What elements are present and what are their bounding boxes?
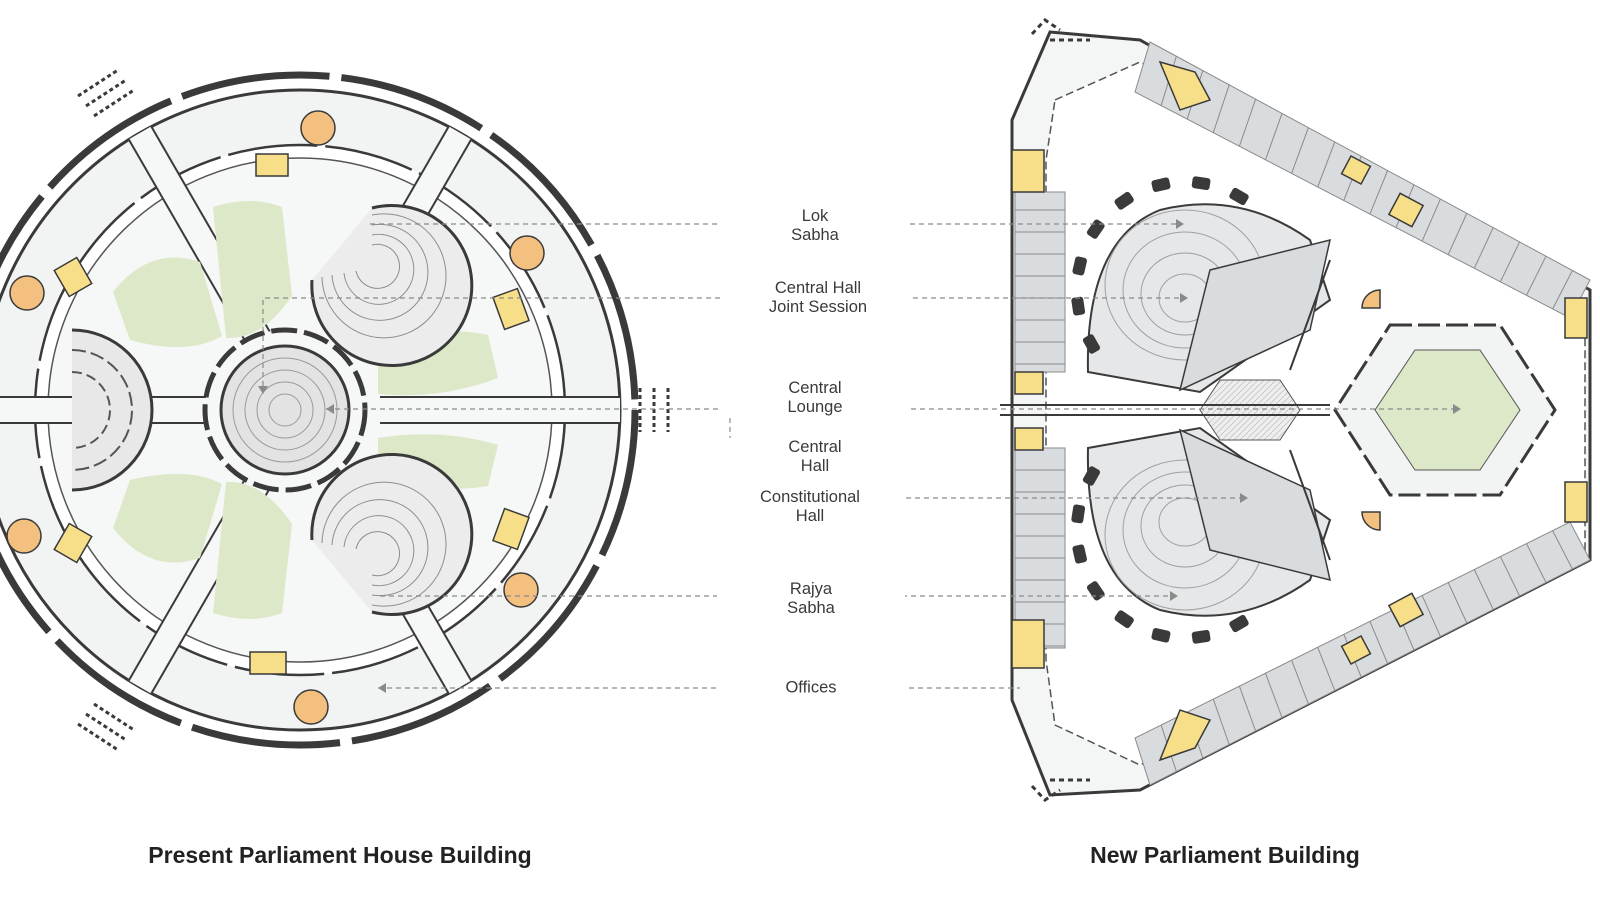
label-offices: Offices <box>717 678 905 698</box>
label-central-hall: Central Hall <box>721 438 909 476</box>
label-rajya-sabha-line1: Rajya <box>789 580 833 598</box>
rajya-sabha-chamber <box>310 452 474 616</box>
label-central-hall-joint-session-line2: Joint Session <box>768 298 868 316</box>
rajya-sabha-chamber-new <box>1086 426 1332 617</box>
highlighted-rooms <box>53 153 530 675</box>
label-central-hall-joint-session: Central Hall Joint Session <box>724 279 912 317</box>
new-parliament-plan <box>1000 18 1592 802</box>
label-central-hall-joint-session-line1: Central Hall <box>774 279 862 297</box>
label-central-lounge: Central Lounge <box>721 379 909 417</box>
label-lok-sabha-line1: Lok <box>801 207 829 225</box>
label-constitutional-hall-line2: Hall <box>795 507 825 525</box>
label-central-lounge-line1: Central <box>788 379 842 397</box>
label-offices-line1: Offices <box>785 678 837 697</box>
present-parliament-plan <box>0 68 670 752</box>
label-central-hall-line1: Central <box>788 438 842 456</box>
label-constitutional-hall: Constitutional Hall <box>716 488 904 526</box>
dome-pavilions <box>6 110 545 725</box>
caption-new-parliament: New Parliament Building <box>1090 842 1360 868</box>
lok-sabha-chamber <box>310 204 474 368</box>
highlighted-rooms-new <box>1011 60 1588 762</box>
label-central-hall-line2: Hall <box>800 457 830 475</box>
label-rajya-sabha-line2: Sabha <box>787 599 835 617</box>
label-central-lounge-line2: Lounge <box>787 398 843 416</box>
central-hall-present <box>202 327 368 493</box>
leader-central-hall-joint-session <box>262 297 1180 386</box>
label-lok-sabha: Lok Sabha <box>721 207 909 245</box>
constitutional-hall-new <box>1199 379 1301 441</box>
label-rajya-sabha: Rajya Sabha <box>717 580 905 618</box>
leader-arrowheads <box>258 219 1461 693</box>
west-chamber <box>71 328 154 492</box>
label-lok-sabha-line2: Sabha <box>791 226 839 244</box>
courtyard <box>113 201 498 619</box>
central-lounge-new <box>1333 323 1557 497</box>
caption-present-parliament: Present Parliament House Building <box>148 842 532 868</box>
label-constitutional-hall-line1: Constitutional <box>760 488 860 506</box>
